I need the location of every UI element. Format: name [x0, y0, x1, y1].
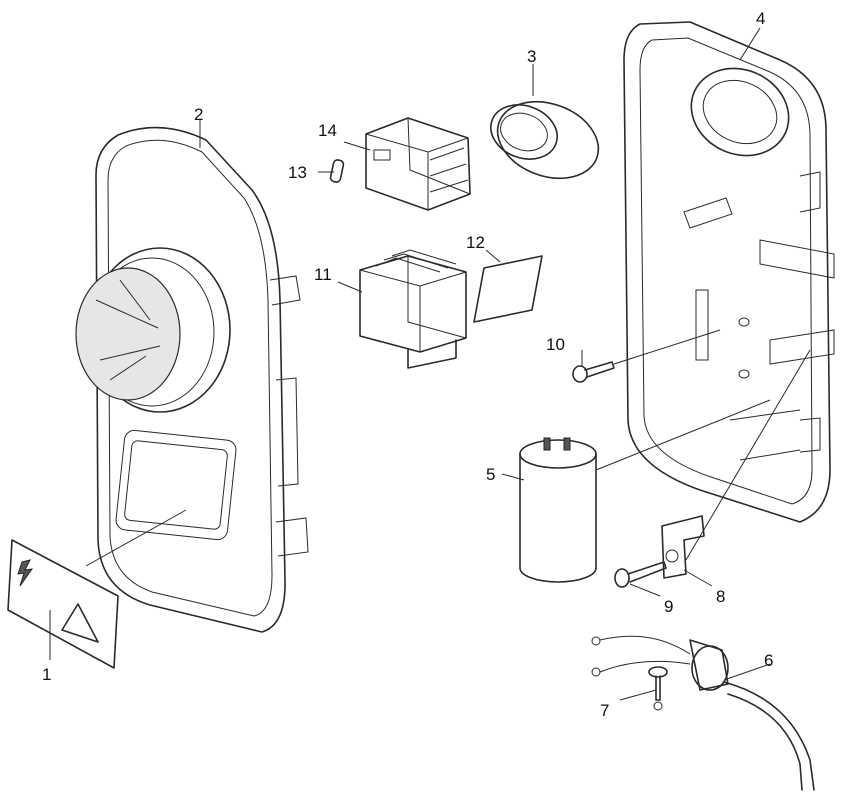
callout-14: 14 [318, 121, 337, 140]
part-7-screw [648, 666, 668, 711]
callout-1: 1 [42, 665, 51, 684]
callout-2: 2 [194, 105, 203, 124]
part-8-bracket [661, 515, 705, 579]
front-cover-window [115, 429, 237, 541]
callout-4: 4 [756, 9, 765, 28]
part-14-contactor [365, 117, 471, 211]
callout-12: 12 [466, 233, 485, 252]
callout-9: 9 [664, 597, 673, 616]
callout-11: 11 [314, 265, 332, 284]
callout-3: 3 [527, 47, 536, 66]
part-13-pin [329, 159, 345, 183]
part-6-cable [591, 635, 815, 791]
part-9-screw [614, 561, 667, 588]
part-10-screw [572, 361, 615, 383]
callout-8: 8 [716, 587, 725, 606]
warning-triangle-icon [61, 603, 99, 643]
part-12-insulation-sheet [473, 255, 543, 323]
part-3-grommet [490, 100, 600, 180]
callout-numbers: 1 2 3 4 5 6 7 8 9 10 11 12 13 14 [42, 9, 773, 720]
callout-13: 13 [288, 163, 307, 182]
callout-10: 10 [546, 335, 565, 354]
leader-lines [49, 27, 811, 701]
part-11-relay [359, 249, 467, 369]
callout-6: 6 [764, 651, 773, 670]
control-knob [75, 247, 231, 413]
part-4-rear-housing [623, 21, 835, 523]
lightning-bolt-icon [17, 559, 34, 587]
part-1-warning-label [7, 539, 119, 669]
callout-7: 7 [600, 701, 609, 720]
part-2-front-cover [75, 126, 309, 633]
part-5-capacitor [519, 437, 597, 583]
callout-5: 5 [486, 465, 495, 484]
